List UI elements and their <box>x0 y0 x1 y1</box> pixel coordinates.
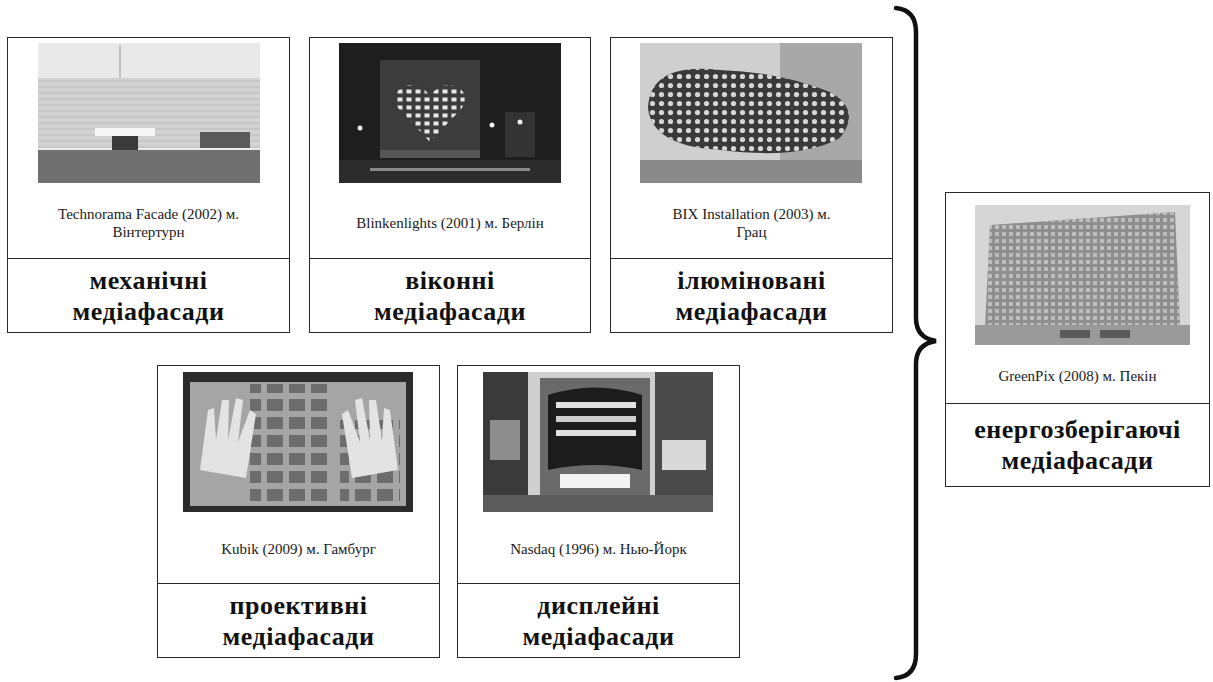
media-facade-box: BIX Installation (2003) м. Грац ілюмінова… <box>610 37 893 333</box>
facade-type-label: енергозберігаючі медіафасади <box>974 414 1181 476</box>
caption-area: Nasdaq (1996) м. Нью-Йорк <box>458 514 739 583</box>
photo-technorama <box>38 43 260 183</box>
photo-caption: GreenPix (2008) м. Пекін <box>998 367 1156 385</box>
facade-type-label: дисплейні медіафасади <box>523 590 675 652</box>
type-label-area: енергозберігаючі медіафасади <box>946 403 1209 486</box>
grouping-brace <box>896 8 936 678</box>
type-label-area: механічні медіафасади <box>8 258 289 332</box>
media-facade-box: Nasdaq (1996) м. Нью-Йорк дисплейні медіа… <box>457 365 740 658</box>
type-label-area: віконні медіафасади <box>310 258 590 332</box>
photo-greenpix <box>975 205 1190 345</box>
caption-area: Kubik (2009) м. Гамбург <box>158 514 439 583</box>
photo-caption: Nasdaq (1996) м. Нью-Йорк <box>510 540 686 558</box>
facade-type-label: механічні медіафасади <box>73 265 225 327</box>
media-facade-box: GreenPix (2008) м. Пекін енергозберігаючі… <box>945 192 1210 487</box>
photo-blinkenlights <box>339 43 561 183</box>
caption-area: Technorama Facade (2002) м. Вінтертурн <box>8 188 289 258</box>
facade-type-label: проективні медіафасади <box>223 590 375 652</box>
photo-caption: Blinkenlights (2001) м. Берлін <box>356 214 544 232</box>
photo-caption: BIX Installation (2003) м. Грац <box>657 205 847 241</box>
media-facade-box: Technorama Facade (2002) м. Вінтертурн ме… <box>7 37 290 333</box>
photo-kubik <box>183 372 413 512</box>
facade-type-label: віконні медіафасади <box>374 265 526 327</box>
photo-caption: Kubik (2009) м. Гамбург <box>221 540 376 558</box>
facade-type-label: ілюміновані медіафасади <box>676 265 828 327</box>
photo-caption: Technorama Facade (2002) м. Вінтертурн <box>54 205 244 241</box>
photo-nasdaq <box>483 372 713 512</box>
media-facade-box: Kubik (2009) м. Гамбург проективні медіаф… <box>157 365 440 658</box>
caption-area: BIX Installation (2003) м. Грац <box>611 188 892 258</box>
type-label-area: дисплейні медіафасади <box>458 583 739 657</box>
type-label-area: проективні медіафасади <box>158 583 439 657</box>
photo-bix <box>640 43 862 183</box>
caption-area: GreenPix (2008) м. Пекін <box>946 348 1209 403</box>
caption-area: Blinkenlights (2001) м. Берлін <box>310 188 590 258</box>
media-facade-box: Blinkenlights (2001) м. Берлін віконні ме… <box>309 37 591 333</box>
type-label-area: ілюміновані медіафасади <box>611 258 892 332</box>
